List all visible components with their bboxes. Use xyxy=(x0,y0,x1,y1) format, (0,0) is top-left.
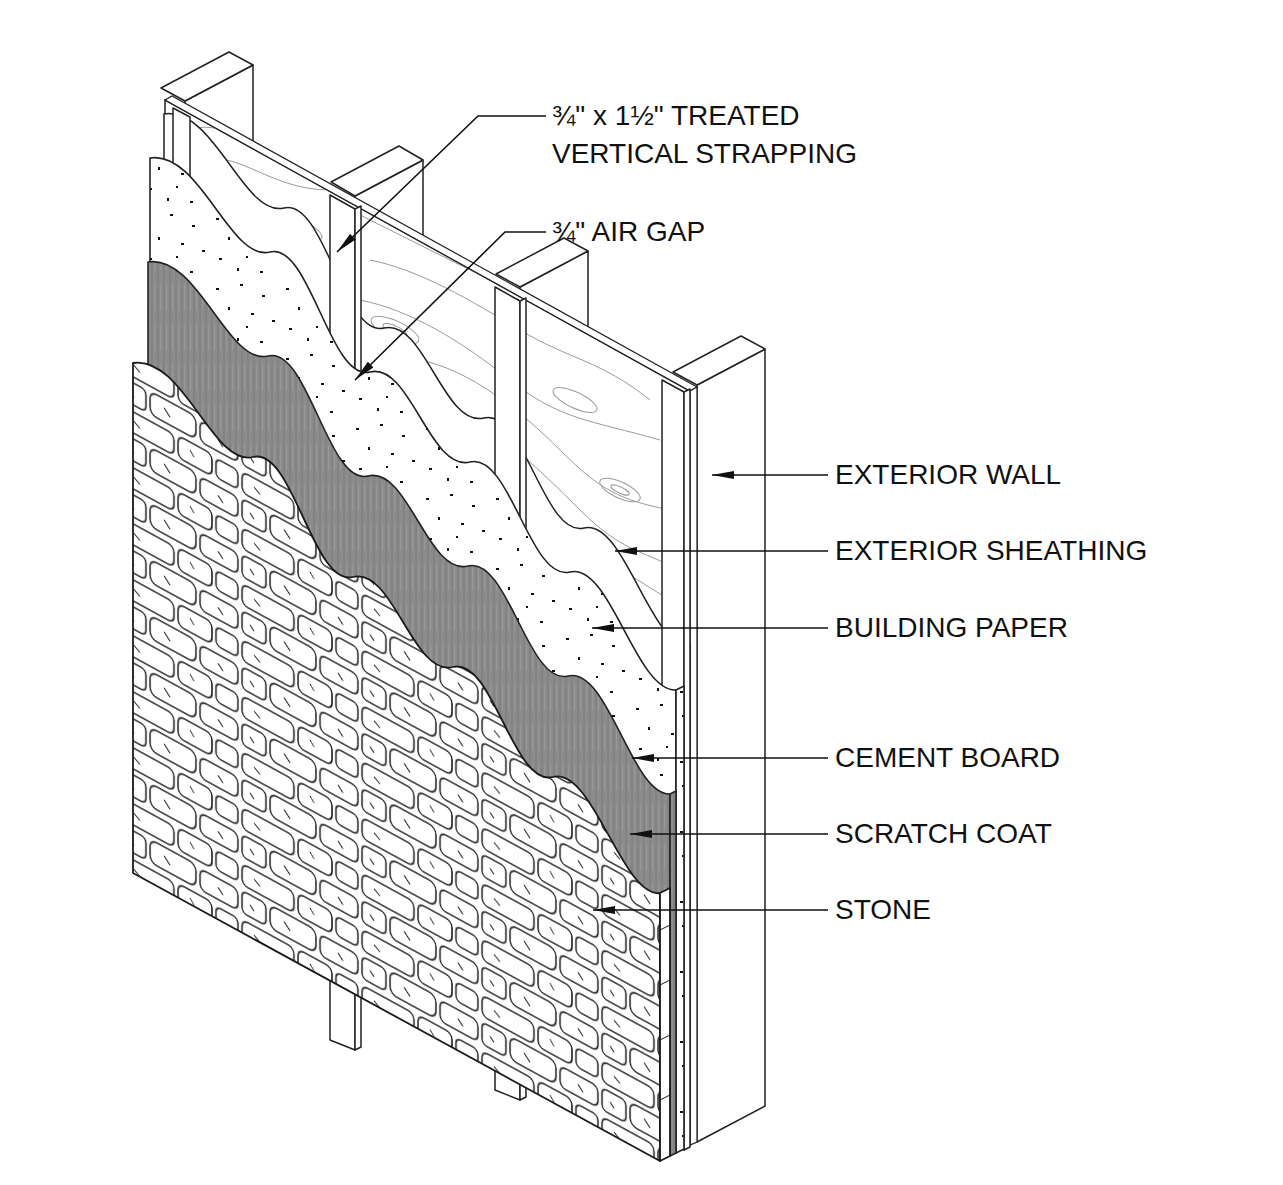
part-label: EXTERIOR SHEATHING xyxy=(835,534,1147,568)
part-label: EXTERIOR WALL xyxy=(835,458,1061,492)
stone-veneer xyxy=(133,363,670,1161)
part-label: SCRATCH COAT xyxy=(835,817,1052,851)
part-label: CEMENT BOARD xyxy=(835,741,1060,775)
leader-lines xyxy=(337,116,828,910)
part-label: STONE xyxy=(835,893,931,927)
part-label: ¾" x 1½" TREATED VERTICAL STRAPPING xyxy=(552,97,897,173)
part-label: BUILDING PAPER xyxy=(835,611,1068,645)
part-label: ¾" AIR GAP xyxy=(552,215,705,249)
